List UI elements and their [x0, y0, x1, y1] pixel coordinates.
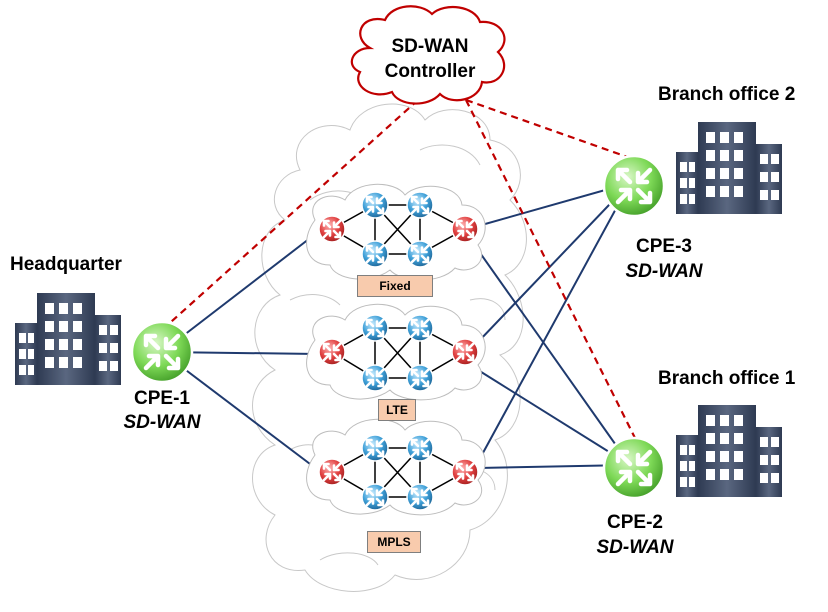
- cpe1-name: CPE-1: [134, 388, 190, 409]
- router-icon: [451, 338, 479, 366]
- headquarter-building-icon: [15, 293, 121, 385]
- branch-office-1-label: Branch office 1: [658, 368, 796, 389]
- cpe1-router-icon: [130, 320, 194, 384]
- cpe3-name: CPE-3: [636, 236, 692, 257]
- cpe1-type: SD-WAN: [123, 412, 201, 433]
- fixed-network-tag: Fixed: [357, 275, 433, 297]
- router-icon: [451, 215, 479, 243]
- branch2-building-icon: [676, 122, 782, 214]
- branch1-building-icon: [676, 405, 782, 497]
- router-icon: [406, 364, 434, 392]
- router-icon: [406, 240, 434, 268]
- router-icon: [361, 314, 389, 342]
- router-icon: [406, 191, 434, 219]
- branch-office-2-label: Branch office 2: [658, 84, 796, 105]
- router-icon: [361, 191, 389, 219]
- router-icon: [318, 338, 346, 366]
- router-icon: [406, 483, 434, 511]
- router-icon: [406, 434, 434, 462]
- control-links: [161, 98, 637, 441]
- mpls-network-tag: MPLS: [367, 531, 421, 553]
- cpe2-name: CPE-2: [607, 512, 663, 533]
- cpe2-router-icon: [602, 436, 666, 500]
- cpe3-router-icon: [602, 154, 666, 218]
- router-icon: [406, 314, 434, 342]
- router-icon: [318, 215, 346, 243]
- headquarter-label: Headquarter: [10, 254, 122, 275]
- controller-label: SD-WAN Controller: [370, 34, 490, 84]
- router-icon: [361, 483, 389, 511]
- router-icon: [318, 458, 346, 486]
- controller-cloud-icon: [350, 5, 506, 105]
- cpe2-type: SD-WAN: [596, 537, 674, 558]
- router-icon: [451, 458, 479, 486]
- controller-label-line1: SD-WAN: [391, 36, 469, 57]
- mpls-network-cloud-icon: [306, 418, 486, 516]
- router-icon: [361, 434, 389, 462]
- lte-network-tag: LTE: [378, 399, 416, 421]
- controller-label-line2: Controller: [384, 61, 476, 82]
- router-icon: [361, 240, 389, 268]
- router-icon: [361, 364, 389, 392]
- cpe3-type: SD-WAN: [625, 261, 703, 282]
